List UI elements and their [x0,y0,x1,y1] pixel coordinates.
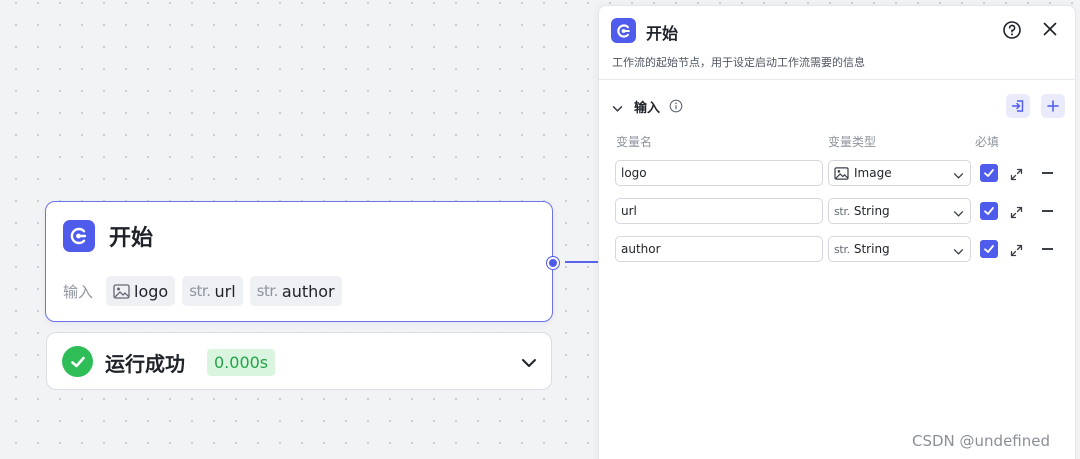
chevron-down-icon [953,169,964,183]
expand-icon[interactable] [1010,242,1023,261]
info-icon[interactable] [669,98,683,117]
start-node[interactable]: 开始 输入 logo str. url str. author [45,201,553,322]
input-chip-url: str. url [182,276,243,306]
variable-name-input[interactable] [615,236,823,262]
image-icon [113,283,130,299]
image-icon [834,166,849,180]
check-icon [984,245,994,253]
output-port[interactable] [547,257,559,269]
type-prefix: str. [256,282,279,300]
type-prefix: str. [189,282,211,300]
node-inputs-label: 输入 [63,282,94,301]
success-check-icon [62,346,93,377]
chevron-down-icon[interactable] [521,353,537,372]
expand-icon[interactable] [1010,166,1023,185]
variable-row: str. String [615,198,1067,224]
remove-variable-button[interactable] [1042,210,1053,212]
input-chip-author: str. author [249,276,342,306]
start-node-icon [611,18,636,43]
add-variable-button[interactable] [1041,94,1065,118]
column-header-type: 变量类型 [828,135,877,149]
close-icon[interactable] [1042,21,1058,41]
plus-icon [1047,100,1059,112]
remove-variable-button[interactable] [1042,172,1053,174]
column-header-name: 变量名 [616,135,653,149]
variable-name-input[interactable] [615,160,823,186]
variable-type-select[interactable]: str. String [828,236,971,262]
variable-type-value: Image [854,166,892,180]
node-title: 开始 [109,226,154,251]
node-settings-panel: 开始 工作流的起始节点，用于设定启动工作流需要的信息 输入 变量名 变量类型 必… [598,5,1076,459]
import-icon [1011,100,1024,112]
help-icon[interactable] [1002,20,1022,44]
run-status-bar[interactable]: 运行成功 0.000s [46,332,552,390]
import-button[interactable] [1006,94,1030,118]
run-time-badge: 0.000s [207,349,276,376]
input-chip-name: author [281,281,335,301]
variable-type-select[interactable]: str. String [828,198,971,224]
variable-type-value: String [853,204,890,218]
required-checkbox[interactable] [980,164,998,182]
panel-title: 开始 [646,24,679,43]
variable-row: Image [615,160,1067,186]
start-node-icon [63,220,95,252]
expand-icon[interactable] [1010,204,1023,223]
chevron-down-icon [953,207,964,221]
run-status-text: 运行成功 [105,352,185,376]
variable-type-select[interactable]: Image [828,160,971,186]
variable-row: str. String [615,236,1067,262]
required-checkbox[interactable] [980,240,998,258]
type-prefix: str. [834,204,850,218]
input-chip-name: url [214,281,236,301]
section-title-inputs: 输入 [634,101,661,116]
input-chip-logo: logo [106,276,176,306]
chevron-down-icon[interactable] [612,98,623,117]
column-header-required: 必填 [975,135,1000,149]
node-inputs: 输入 logo str. url str. author [63,276,342,306]
remove-variable-button[interactable] [1042,248,1053,250]
variable-name-input[interactable] [615,198,823,224]
node-header: 开始 [63,220,153,252]
required-checkbox[interactable] [980,202,998,220]
type-prefix: str. [834,242,850,256]
check-icon [984,207,994,215]
input-chip-name: logo [134,281,169,301]
variable-type-value: String [853,242,890,256]
connection-edge [565,261,599,263]
divider [599,79,1075,80]
panel-description: 工作流的起始节点，用于设定启动工作流需要的信息 [612,56,865,69]
check-icon [984,169,994,177]
chevron-down-icon [953,245,964,259]
watermark: CSDN @undefined [912,432,1051,450]
